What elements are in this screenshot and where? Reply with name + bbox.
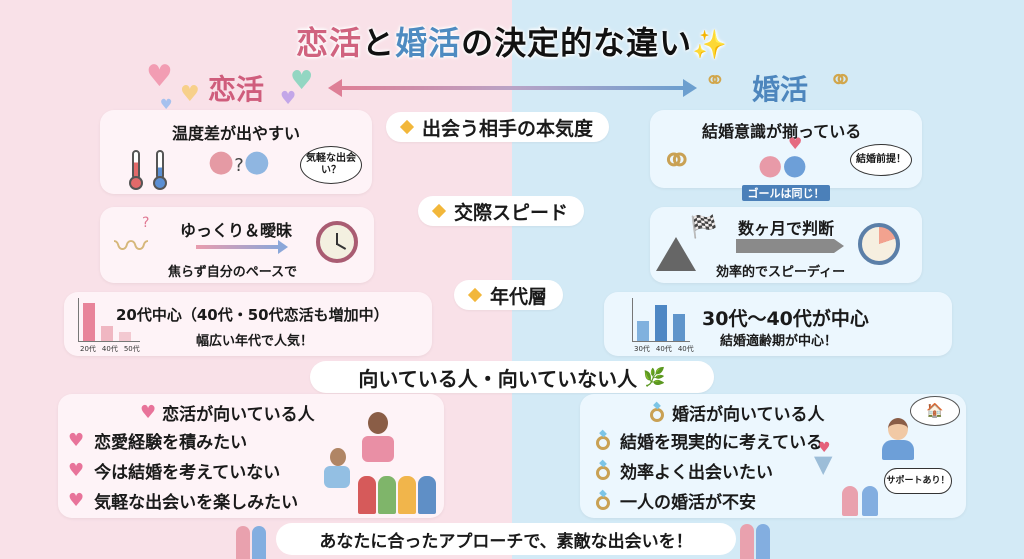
- left-age-card: 20代 40代 50代 20代中心（40代・50代恋活も増加中） 幅広い年代で人…: [64, 292, 432, 356]
- page-title: 恋活と婚活の決定的な違い✨: [296, 24, 728, 62]
- arrow-head-icon: [278, 240, 288, 254]
- heart-icon: ♥: [280, 88, 297, 109]
- right-suited-card: 婚活が向いている人 結婚を現実的に考えている 効率よく出会いたい 一人の婚活が不…: [580, 394, 966, 518]
- heart-icon: ♥: [68, 430, 85, 451]
- people-question-icon: ●?●: [208, 144, 270, 179]
- heart-icon: ♥: [788, 134, 803, 153]
- heart-icon: ♥: [140, 402, 157, 423]
- arrow-head-icon: [834, 239, 844, 253]
- thermometers-icon: [126, 150, 174, 190]
- question-icon: ?: [142, 215, 150, 231]
- sparkle-icon: ✨: [692, 28, 728, 61]
- woman-gift-illustration: [358, 412, 398, 464]
- house-thought-icon: 🏠: [910, 396, 960, 426]
- right-label: 婚活: [752, 73, 809, 106]
- thought-bubble: 気軽な出会い？: [300, 146, 362, 184]
- arrow-right-icon: [683, 79, 697, 97]
- leaf-icon: 🌿: [643, 366, 666, 388]
- ring-icon: [650, 407, 664, 422]
- diamond-icon: [467, 287, 483, 303]
- road-icon: [656, 237, 696, 271]
- ring-icon: [596, 435, 610, 450]
- heart-icon: ♥: [68, 490, 85, 511]
- group-friends-illustration: [358, 476, 438, 516]
- right-seriousness-card: 結婚意識が揃っている ⚭ ♥ ●● 結婚前提！: [650, 110, 922, 188]
- footer-message: あなたに合ったアプローチで、素敵な出会いを！: [276, 523, 736, 555]
- man-thinking-illustration: [880, 418, 916, 460]
- list-item: ♥ 恋愛経験を積みたい: [68, 430, 248, 453]
- heart-icon: ♥: [290, 66, 314, 96]
- ring-icon: [596, 465, 610, 480]
- left-label: 恋活: [208, 73, 265, 106]
- wedding-rings-icon: ⚭: [660, 138, 694, 184]
- woman-phone-illustration: [322, 448, 352, 490]
- winding-path-icon: 〰: [114, 227, 148, 267]
- right-speed-card: 🏁 数ヶ月で判断 効率的でスピーディー: [650, 207, 922, 283]
- progress-arrow: [196, 245, 280, 249]
- clock-icon: [316, 221, 358, 263]
- thought-bubble: 結婚前提！: [850, 144, 912, 176]
- speed-arrow: [736, 239, 834, 253]
- list-item: 結婚を現実的に考えている: [596, 428, 823, 453]
- left-suited-card: ♥ 恋活が向いている人 ♥ 恋愛経験を積みたい ♥ 今は結婚を考えていない ♥ …: [58, 394, 444, 518]
- diamond-icon: [431, 203, 447, 219]
- category-seriousness: 出会う相手の本気度: [386, 112, 610, 142]
- stopwatch-icon: [858, 223, 900, 265]
- list-item: ♥ 今は結婚を考えていない: [68, 460, 281, 483]
- couple-right-illustration: [740, 524, 774, 559]
- category-age: 年代層: [454, 280, 564, 310]
- support-couple-illustration: [842, 486, 882, 518]
- heart-icon: ♥: [160, 97, 173, 113]
- list-item: 一人の婚活が不安: [596, 488, 756, 513]
- list-item: 効率よく出会いたい: [596, 458, 773, 483]
- heart-icon: ♥: [180, 82, 200, 107]
- comparison-arrow: [340, 86, 685, 90]
- heart-icon: ♥: [818, 440, 831, 456]
- left-speed-card: 〰 ? ゆっくり＆曖昧 焦らず自分のペースで: [100, 207, 374, 283]
- ring-icon: [596, 495, 610, 510]
- support-speech-bubble: サポートあり！: [884, 468, 952, 494]
- list-item: ♥ 気軽な出会いを楽しみたい: [68, 490, 299, 513]
- heart-icon: ♥: [146, 59, 173, 94]
- right-age-chart: [632, 298, 690, 342]
- rings-icon: ⚭: [704, 66, 726, 96]
- goal-ribbon: ゴールは同じ！: [742, 185, 830, 201]
- arrow-left-icon: [328, 79, 342, 97]
- couple-icon: ●●: [758, 148, 807, 181]
- left-seriousness-card: 温度差が出やすい ●?● 気軽な出会い？: [100, 110, 372, 194]
- heart-icon: ♥: [68, 460, 85, 481]
- category-speed: 交際スピード: [418, 196, 585, 226]
- rings-icon: ⚭: [828, 63, 854, 98]
- diamond-icon: [399, 119, 415, 135]
- couple-left-illustration: [236, 526, 270, 559]
- right-age-card: 30代 40代 40代 30代〜40代が中心 結婚適齢期が中心！: [604, 292, 952, 356]
- checkered-flag-icon: 🏁: [690, 215, 718, 240]
- left-age-chart: [78, 298, 140, 342]
- funnel-heart-icon: ▼: [814, 450, 833, 478]
- suitability-header: 向いている人・向いていない人 🌿: [310, 361, 714, 393]
